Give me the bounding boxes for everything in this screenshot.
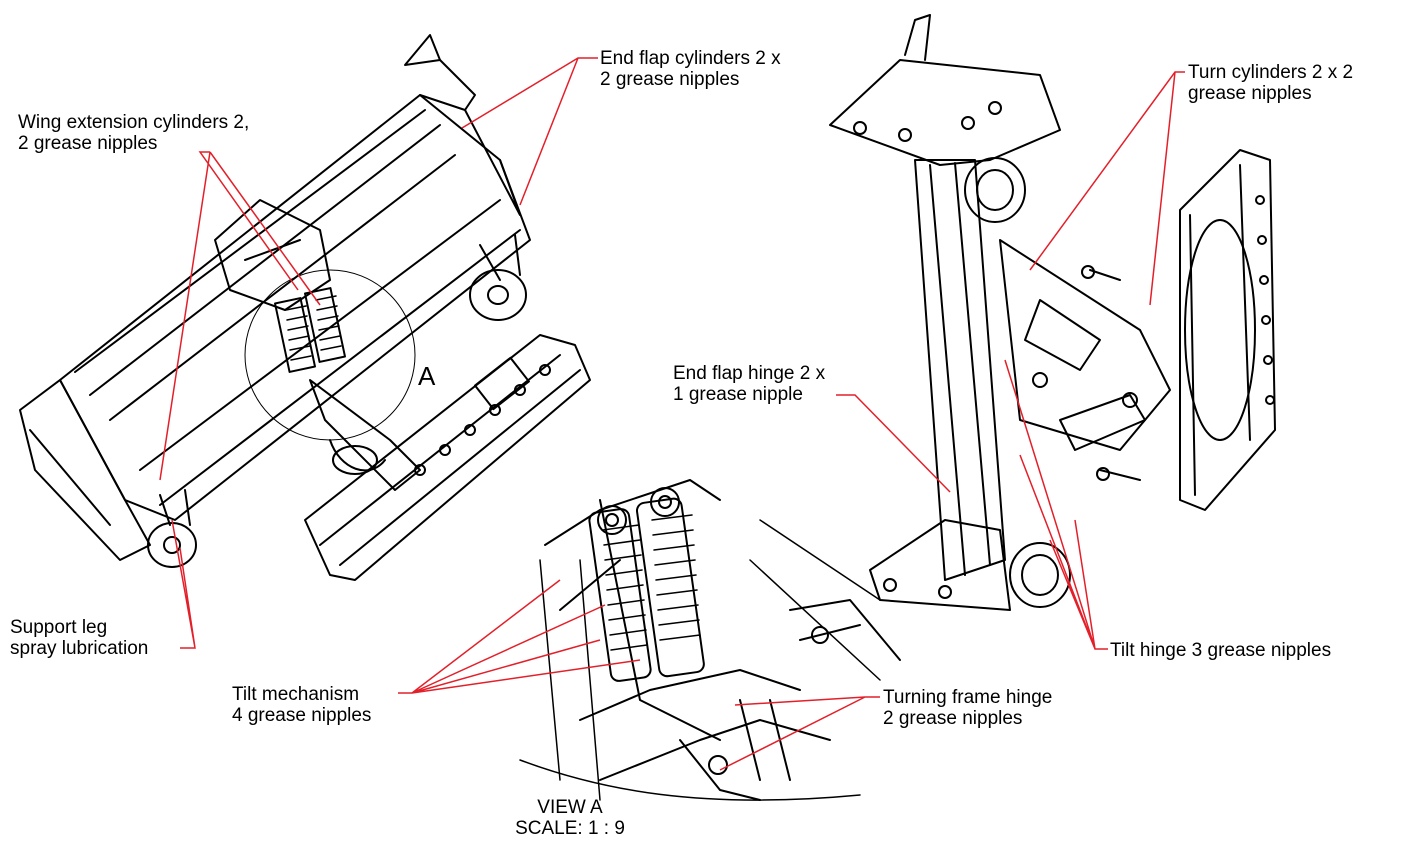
leader-wing-extension [159, 151, 321, 481]
label-line: Turning frame hinge [883, 687, 1053, 708]
label-support-leg: Support leg spray lubrication [10, 617, 148, 659]
label-line: Support leg [10, 617, 108, 638]
label-end-flap-hinge: End flap hinge 2 x 1 grease nipple [673, 363, 825, 405]
label-line: Turn cylinders 2 x 2 [1188, 62, 1354, 83]
view-scale: SCALE: 1 : 9 [515, 818, 625, 839]
label-line: Wing extension cylinders 2, [18, 112, 250, 133]
label-line: 2 grease nipples [18, 133, 158, 154]
label-wing-extension-cylinders: Wing extension cylinders 2, 2 grease nip… [18, 112, 249, 154]
label-line: End flap hinge 2 x [673, 363, 826, 384]
leader-tilt-hinge [1004, 359, 1108, 650]
view-caption: VIEW A SCALE: 1 : 9 [505, 797, 635, 839]
label-tilt-mechanism: Tilt mechanism 4 grease nipples [232, 684, 371, 726]
view-title: VIEW A [537, 797, 603, 818]
leader-support-leg [171, 519, 196, 649]
leader-turning-frame-hinge [719, 696, 880, 771]
leader-tilt-mechanism [398, 579, 641, 694]
label-tilt-hinge: Tilt hinge 3 grease nipples [1110, 640, 1332, 661]
label-line: End flap cylinders 2 x [600, 48, 781, 69]
label-line: 2 grease nipples [600, 69, 740, 90]
label-line: 1 grease nipple [673, 384, 803, 405]
label-line: 2 grease nipples [883, 708, 1023, 729]
label-line: 4 grease nipples [232, 705, 372, 726]
label-line: Tilt mechanism [232, 684, 360, 705]
frame-assembly [829, 14, 1276, 611]
leader-end-flap-hinge [836, 394, 951, 493]
label-turn-cylinders: Turn cylinders 2 x 2 grease nipples [1188, 62, 1353, 104]
detail-marker-a: A [418, 361, 436, 391]
label-end-flap-cylinders: End flap cylinders 2 x 2 grease nipples [600, 48, 781, 90]
label-line: grease nipples [1188, 83, 1312, 104]
label-line: spray lubrication [10, 638, 149, 659]
leader-end-flap-cylinders [461, 57, 598, 206]
leader-turn-cylinders [1029, 71, 1185, 306]
label-turning-frame-hinge: Turning frame hinge 2 grease nipples [883, 687, 1052, 729]
view-a-detail [519, 479, 901, 801]
leader-lines [159, 57, 1185, 771]
plough-blade-assembly [19, 34, 591, 581]
